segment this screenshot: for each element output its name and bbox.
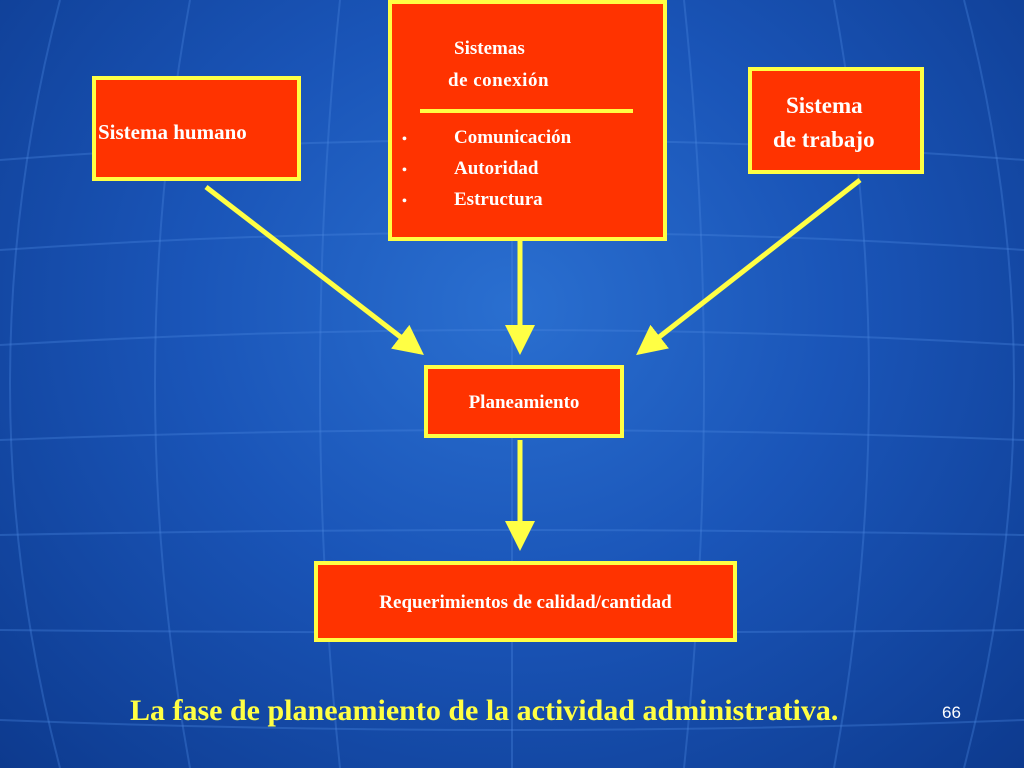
conexion-divider: [420, 109, 633, 113]
planeamiento-label: Planeamiento: [468, 392, 580, 413]
page-number: 66: [942, 703, 961, 722]
box-sistemas-conexion: Sistemas de conexión • Comunicación • Auto…: [388, 0, 667, 241]
bullet-icon: •: [402, 194, 407, 209]
list-item-label: Comunicación: [454, 127, 572, 148]
conexion-title-line2: de conexión: [448, 70, 550, 91]
sistema-humano-label: Sistema humano: [98, 120, 247, 144]
sistema-trabajo-line1: Sistema: [786, 93, 863, 118]
bullet-icon: •: [402, 132, 407, 147]
box-sistema-humano: Sistema humano: [92, 76, 301, 181]
list-item-label: Estructura: [454, 189, 543, 210]
conexion-list: • Comunicación • Autoridad • Estructura: [402, 122, 571, 215]
list-item-label: Autoridad: [454, 158, 539, 179]
box-sistema-trabajo: Sistema de trabajo: [748, 67, 924, 174]
bullet-icon: •: [402, 163, 407, 178]
list-item: • Comunicación: [402, 122, 571, 153]
requerimientos-label: Requerimientos de calidad/cantidad: [379, 592, 672, 613]
list-item: • Autoridad: [402, 153, 571, 184]
box-requerimientos: Requerimientos de calidad/cantidad: [314, 561, 737, 642]
conexion-title-line1: Sistemas: [454, 38, 525, 59]
box-planeamiento: Planeamiento: [424, 365, 624, 438]
sistema-trabajo-line2: de trabajo: [773, 127, 875, 152]
slide-caption: La fase de planeamiento de la actividad …: [130, 694, 839, 727]
list-item: • Estructura: [402, 184, 571, 215]
